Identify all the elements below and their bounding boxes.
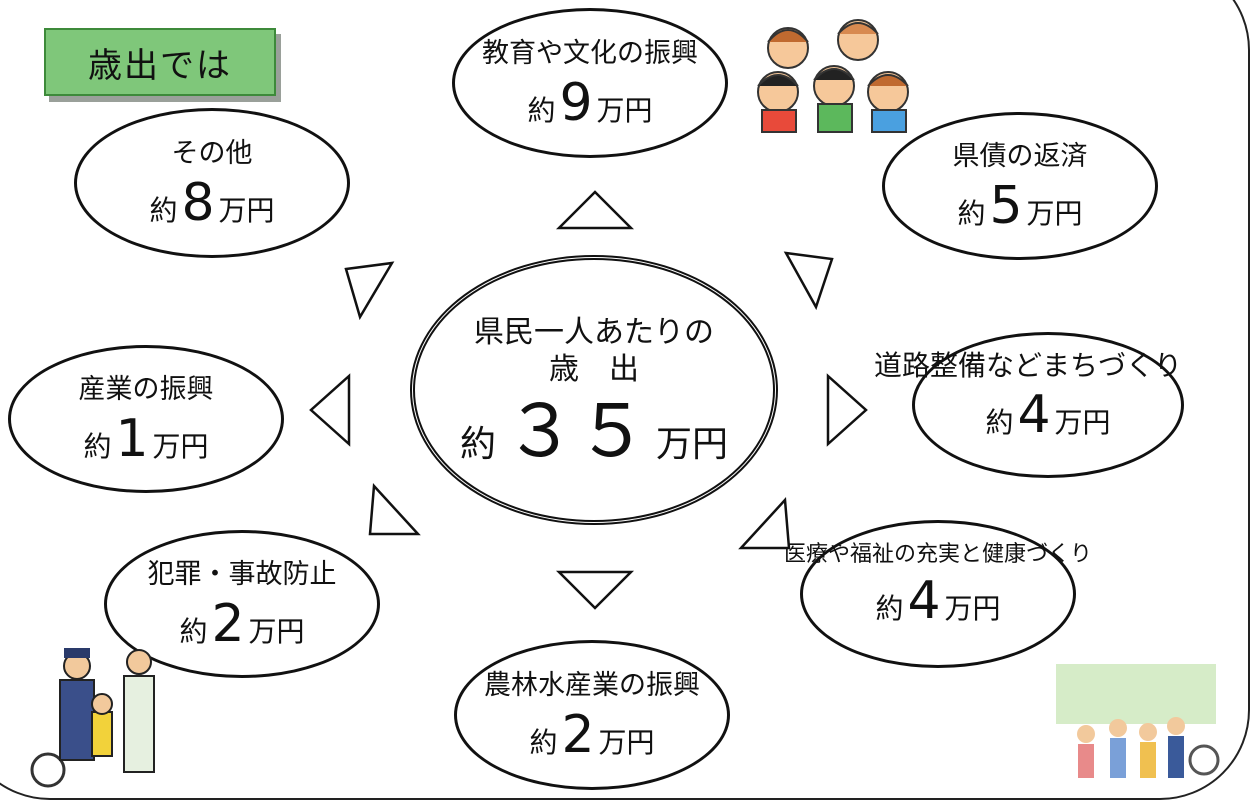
arrow-to-crime (368, 483, 421, 536)
arrow-to-roads (826, 373, 868, 447)
ellipse-agriculture: 農林水産業の振興 約 2 万円 (454, 640, 730, 790)
roads-amount: 約 4 万円 (985, 389, 1110, 441)
ellipse-medical: 医療や福祉の充実と健康づくり 約 4 万円 (784, 520, 1092, 668)
center-prefix: 約 (459, 423, 496, 465)
debt-prefix: 約 (957, 196, 986, 230)
arrow-to-agriculture (555, 570, 635, 610)
arrow-to-other (344, 261, 395, 321)
arrow-to-industry (309, 373, 351, 447)
ellipse-other: その他 約 8 万円 (74, 108, 350, 258)
medical-number: 4 (907, 570, 941, 631)
industry-prefix: 約 (83, 429, 112, 463)
education-prefix: 約 (527, 93, 556, 127)
center-label-1: 県民一人あたりの (474, 314, 714, 350)
center-label-2: 歳 出 (549, 352, 639, 387)
center-unit: 万円 (656, 423, 729, 465)
roads-unit: 万円 (1054, 405, 1111, 439)
roads-number: 4 (1017, 384, 1051, 445)
education-label: 教育や文化の振興 (482, 38, 698, 70)
center-number: ３５ (503, 388, 648, 473)
other-unit: 万円 (218, 193, 275, 227)
other-label: その他 (171, 138, 253, 170)
other-prefix: 約 (149, 193, 178, 227)
police-family-illustration (30, 648, 155, 788)
medical-amount: 約 4 万円 (875, 575, 1000, 627)
ellipse-roads: 道路整備などまちづくり 約 4 万円 (874, 332, 1184, 478)
arrow-to-education (555, 190, 635, 230)
industry-label: 産業の振興 (78, 374, 214, 406)
agriculture-unit: 万円 (598, 725, 655, 759)
debt-unit: 万円 (1026, 196, 1083, 230)
other-number: 8 (181, 172, 215, 233)
ellipse-debt: 県債の返済 約 5 万円 (882, 112, 1158, 260)
medical-prefix: 約 (875, 591, 904, 625)
crime-amount: 約 2 万円 (179, 598, 304, 650)
crime-number: 2 (211, 593, 245, 654)
debt-amount: 約 5 万円 (957, 180, 1082, 232)
arrow-to-medical (738, 497, 791, 550)
roads-prefix: 約 (985, 405, 1014, 439)
debt-number: 5 (989, 175, 1023, 236)
education-unit: 万円 (596, 93, 653, 127)
agriculture-number: 2 (561, 704, 595, 765)
community-people-illustration (1056, 664, 1220, 778)
other-amount: 約 8 万円 (149, 177, 274, 229)
medical-unit: 万円 (944, 591, 1001, 625)
center-amount: 約 ３５ 万円 (460, 395, 728, 467)
ellipse-education: 教育や文化の振興 約 9 万円 (452, 8, 728, 158)
education-amount: 約 9 万円 (527, 77, 652, 129)
page-title: 歳出では (44, 28, 276, 96)
medical-label: 医療や福祉の充実と健康づくり (784, 542, 1093, 568)
agriculture-label: 農林水産業の振興 (484, 670, 700, 702)
industry-amount: 約 1 万円 (83, 413, 208, 465)
industry-unit: 万円 (152, 429, 209, 463)
education-number: 9 (559, 72, 593, 133)
industry-number: 1 (115, 408, 149, 469)
agriculture-amount: 約 2 万円 (529, 709, 654, 761)
ellipse-crime-prevention: 犯罪・事故防止 約 2 万円 (104, 530, 380, 678)
crime-prefix: 約 (179, 614, 208, 648)
ellipse-industry: 産業の振興 約 1 万円 (8, 345, 284, 493)
children-illustration (757, 19, 909, 133)
center-ellipse: 県民一人あたりの 歳 出 約 ３５ 万円 (410, 255, 778, 525)
crime-label: 犯罪・事故防止 (147, 559, 337, 591)
debt-label: 県債の返済 (952, 141, 1088, 173)
crime-unit: 万円 (248, 614, 305, 648)
agriculture-prefix: 約 (529, 725, 558, 759)
arrow-to-debt (783, 251, 834, 311)
roads-label: 道路整備などまちづくり (874, 348, 1183, 382)
